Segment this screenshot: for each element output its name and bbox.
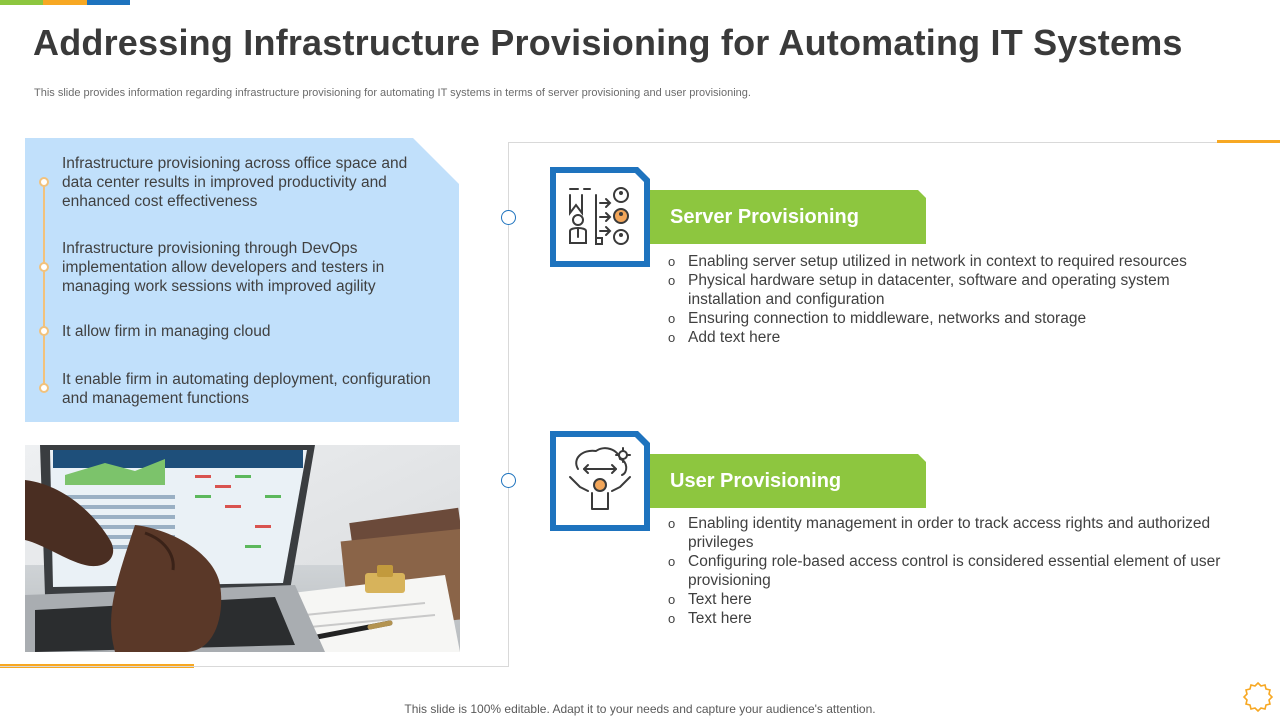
slide-subtitle: This slide provides information regardin…	[34, 87, 751, 99]
slide-title: Addressing Infrastructure Provisioning f…	[33, 22, 1183, 63]
user-provisioning-heading: User Provisioning	[650, 454, 926, 508]
connector-ring	[501, 210, 516, 225]
server-provisioning-heading: Server Provisioning	[650, 190, 926, 244]
top-right-accent-line	[1217, 140, 1280, 143]
list-item: o Text here	[668, 590, 1238, 609]
user-management-icon	[550, 431, 650, 531]
benefit-item: It allow firm in managing cloud	[62, 323, 271, 340]
list-item-text: Physical hardware setup in datacenter, s…	[688, 272, 1170, 308]
list-item-text: Enabling server setup utilized in networ…	[688, 253, 1187, 270]
bullet-marker: o	[668, 554, 676, 569]
connector-ring	[501, 473, 516, 488]
timeline-dot	[39, 383, 49, 393]
user-provisioning-list: o Enabling identity management in order t…	[668, 514, 1238, 628]
list-item-text: Configuring role-based access control is…	[688, 553, 1221, 589]
benefit-item: It enable firm in automating deployment,…	[62, 371, 431, 407]
container-bottom-border	[0, 666, 509, 667]
list-item: o Add text here	[668, 328, 1238, 347]
list-item-text: Enabling identity management in order to…	[688, 515, 1211, 551]
list-item-text: Add text here	[688, 329, 781, 346]
bullet-marker: o	[668, 330, 676, 345]
benefit-item: Infrastructure provisioning across offic…	[62, 155, 408, 210]
list-item: o Configuring role-based access control i…	[668, 552, 1238, 590]
laptop-photo-illustration	[25, 445, 460, 652]
list-item: o Enabling server setup utilized in netwo…	[668, 252, 1238, 271]
bullet-marker: o	[668, 273, 676, 288]
accent-bar-orange	[43, 0, 87, 5]
top-accent-bars	[0, 0, 130, 5]
laptop-photo	[25, 445, 460, 652]
slide-footer: This slide is 100% editable. Adapt it to…	[404, 702, 876, 716]
list-item-text: Ensuring connection to middleware, netwo…	[688, 310, 1087, 327]
server-provisioning-icon-box	[548, 165, 652, 269]
server-network-icon	[550, 167, 650, 267]
server-provisioning-list: o Enabling server setup utilized in netwo…	[668, 252, 1238, 347]
user-provisioning-icon-box	[548, 429, 652, 533]
accent-bar-green	[0, 0, 43, 5]
list-item: o Text here	[668, 609, 1238, 628]
timeline-dot	[39, 262, 49, 272]
list-item: o Enabling identity management in order t…	[668, 514, 1238, 552]
bullet-marker: o	[668, 311, 676, 326]
bullet-marker: o	[668, 611, 676, 626]
benefit-item: Infrastructure provisioning through DevO…	[62, 240, 385, 295]
timeline-dot	[39, 177, 49, 187]
list-item: o Physical hardware setup in datacenter, …	[668, 271, 1238, 309]
accent-bar-blue	[87, 0, 130, 5]
provisioning-container	[508, 142, 1280, 667]
list-item-text: Text here	[688, 610, 752, 627]
gear-logo-icon	[1242, 681, 1274, 713]
timeline-dot	[39, 326, 49, 336]
list-item-text: Text here	[688, 591, 752, 608]
timeline-line	[43, 178, 45, 392]
list-item: o Ensuring connection to middleware, netw…	[668, 309, 1238, 328]
benefits-panel	[25, 138, 459, 422]
bullet-marker: o	[668, 254, 676, 269]
bullet-marker: o	[668, 592, 676, 607]
bullet-marker: o	[668, 516, 676, 531]
